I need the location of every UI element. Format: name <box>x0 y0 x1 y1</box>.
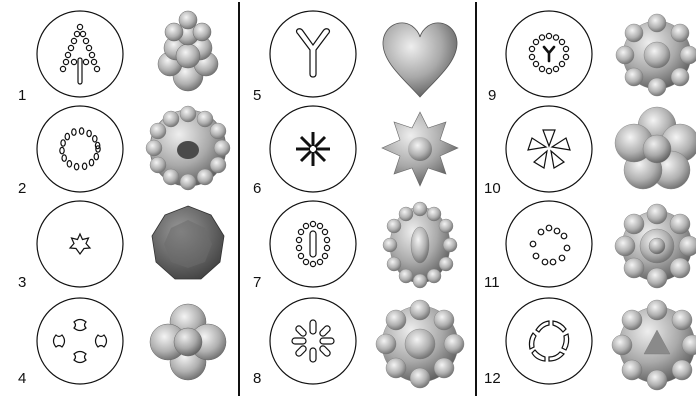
item-3: 3 <box>18 201 224 291</box>
item-number: 5 <box>253 87 261 104</box>
pasta-domed-rosette-shape <box>376 300 464 388</box>
pasta-lobed-flower-shape <box>615 107 696 189</box>
item-number: 6 <box>253 180 261 197</box>
item-number: 10 <box>484 180 501 197</box>
item-2: 2 <box>18 106 230 197</box>
nozzle-ring-of-ovals-icon <box>37 106 123 192</box>
pasta-crown-ring-shape <box>612 300 696 390</box>
nozzle-wedge-petals-icon <box>506 106 592 192</box>
pasta-flower-rosette-shape <box>616 14 696 96</box>
item-number: 7 <box>253 274 261 291</box>
item-number: 4 <box>18 370 26 387</box>
nozzle-radiating-lines-icon <box>270 106 356 192</box>
item-9: 9 <box>488 11 696 104</box>
pasta-spiked-star-shape <box>382 112 458 186</box>
item-number: 1 <box>18 87 26 104</box>
item-8: 8 <box>253 298 464 388</box>
item-1: 1 <box>18 11 218 104</box>
item-6: 6 <box>253 106 458 197</box>
pasta-oval-rosette-shape <box>383 202 457 288</box>
pasta-ruffled-ring-shape <box>146 106 230 190</box>
item-number: 9 <box>488 87 496 104</box>
item-number: 2 <box>18 180 26 197</box>
pasta-tiered-cluster-shape <box>158 11 218 91</box>
item-number: 12 <box>484 370 501 387</box>
item-7: 7 <box>253 201 457 291</box>
nozzle-ring-with-y-center-icon <box>506 11 592 97</box>
item-number: 11 <box>484 274 500 291</box>
item-11: 11 <box>484 201 696 291</box>
item-number: 3 <box>18 274 26 291</box>
item-12: 12 <box>484 298 696 390</box>
nozzle-tree-of-circles-icon <box>37 11 123 97</box>
nozzle-star-icon <box>37 201 123 287</box>
item-4: 4 <box>18 298 226 387</box>
nozzle-radial-bars-icon <box>270 298 356 384</box>
item-number: 8 <box>253 370 261 387</box>
nozzle-y-shape-icon <box>270 11 356 97</box>
nozzle-segmented-ring-icon <box>506 298 592 384</box>
nozzle-four-lobed-cross-icon <box>37 298 123 384</box>
pasta-quatrefoil-shape <box>150 304 226 380</box>
item-10: 10 <box>484 106 696 197</box>
pasta-heart-shape <box>383 23 457 97</box>
pasta-heptagon-shape <box>152 206 224 279</box>
item-5: 5 <box>253 11 457 104</box>
nozzle-oval-ring-with-bar-icon <box>270 201 356 287</box>
nozzle-scattered-circles-icon <box>506 201 592 287</box>
pasta-double-flower-shape <box>615 204 696 288</box>
